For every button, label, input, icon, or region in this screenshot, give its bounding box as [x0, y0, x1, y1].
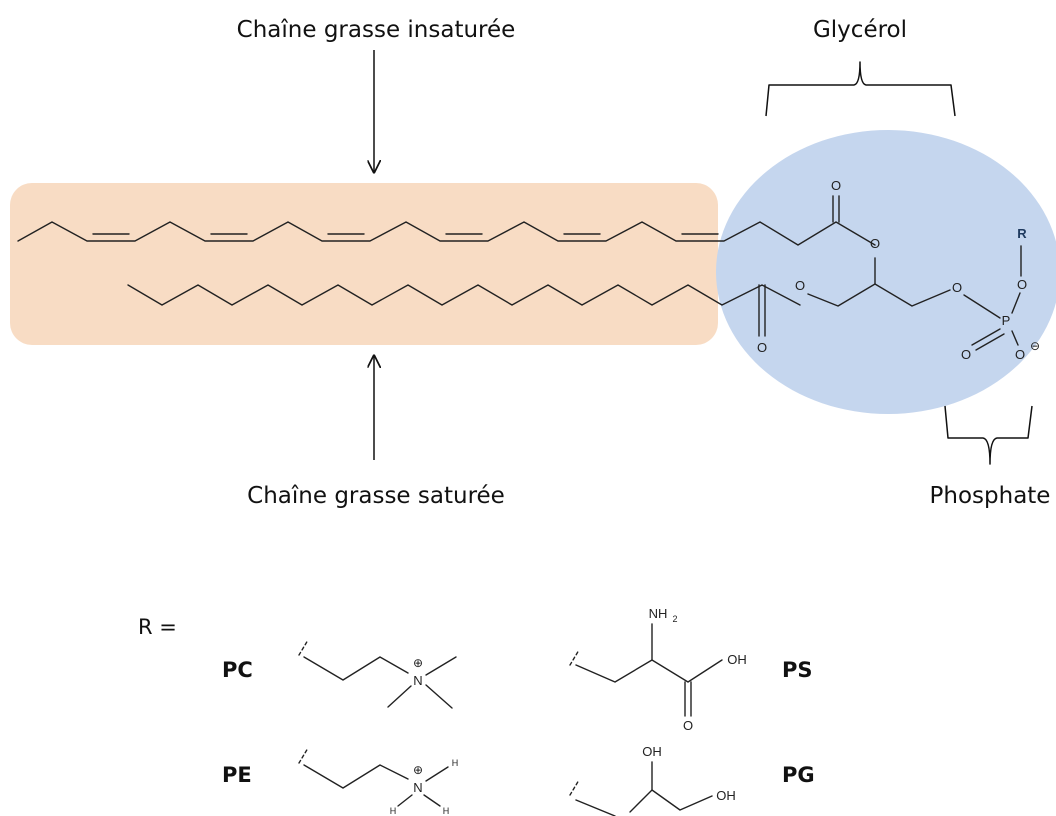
pg-structure: OH OH: [569, 744, 736, 816]
svg-text:P: P: [1002, 313, 1011, 328]
ps-structure: NH 2 OH O: [569, 606, 747, 733]
svg-text:O: O: [952, 280, 962, 295]
svg-text:N: N: [413, 673, 422, 688]
svg-text:H: H: [452, 758, 459, 768]
svg-text:O: O: [683, 718, 693, 733]
glycerol-phosphate-backbone: O P O R O O ⊖: [807, 226, 1040, 362]
svg-text:⊖: ⊖: [1030, 339, 1040, 353]
svg-text:NH: NH: [649, 606, 668, 621]
fatty-chain-region: [10, 183, 718, 345]
glycerol-phosphate-region: [716, 130, 1056, 414]
svg-text:H: H: [390, 806, 397, 816]
svg-text:2: 2: [672, 614, 677, 624]
phosphate-brace: [944, 405, 1033, 465]
ps-label: PS: [782, 658, 813, 682]
svg-text:OH: OH: [716, 788, 736, 803]
pc-label: PC: [222, 658, 253, 682]
pe-structure: N ⊕ H H H: [298, 747, 459, 816]
saturated-chain-label: Chaîne grasse saturée: [247, 483, 505, 509]
svg-text:O: O: [1015, 347, 1025, 362]
pc-structure: N ⊕: [298, 639, 457, 709]
glycerol-brace: [765, 61, 956, 117]
svg-text:O: O: [961, 347, 971, 362]
glycerol-label: Glycérol: [813, 17, 907, 43]
svg-text:O: O: [831, 178, 841, 193]
svg-text:⊕: ⊕: [413, 656, 423, 670]
r-equals-label: R =: [138, 615, 177, 639]
pe-label: PE: [222, 763, 252, 787]
unsaturated-chain-label: Chaîne grasse insaturée: [237, 17, 516, 43]
svg-text:N: N: [413, 780, 422, 795]
unsaturated-chain: O O: [17, 178, 880, 251]
svg-text:⊕: ⊕: [413, 763, 423, 777]
svg-text:O: O: [757, 340, 767, 355]
pg-label: PG: [782, 763, 815, 787]
svg-text:O: O: [870, 236, 880, 251]
svg-text:O: O: [1017, 277, 1027, 292]
phosphate-label: Phosphate: [930, 483, 1051, 509]
svg-text:OH: OH: [727, 652, 747, 667]
svg-text:OH: OH: [642, 744, 662, 759]
svg-text:H: H: [443, 806, 450, 816]
svg-text:R: R: [1017, 226, 1027, 241]
svg-text:O: O: [795, 278, 805, 293]
saturated-chain: O O: [127, 278, 805, 355]
